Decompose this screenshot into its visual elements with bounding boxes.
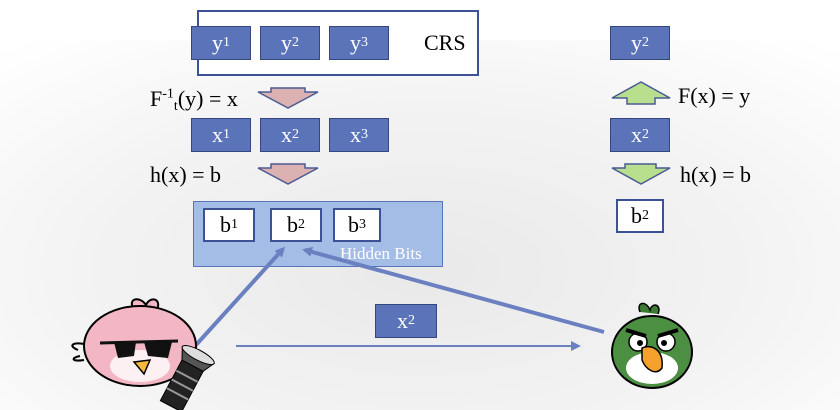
flashlight-icon <box>159 345 216 410</box>
down-arrow-pink-2 <box>257 163 319 185</box>
up-arrow-green <box>611 81 671 105</box>
pink-bird-icon <box>71 298 197 387</box>
flashlight-to-b2-line <box>184 246 286 358</box>
hidden-bits-label: Hidden Bits <box>340 244 422 263</box>
down-arrow-pink-1 <box>257 87 319 109</box>
green-to-b2-line <box>302 247 605 334</box>
forward-function-label: F(x) = y <box>678 83 751 108</box>
hash-label-left: h(x) = b <box>150 162 222 187</box>
green-bird-icon <box>611 302 693 389</box>
inverse-function-label: F-1t(y) = x <box>150 86 238 114</box>
crs-label: CRS <box>424 30 466 55</box>
hash-label-right: h(x) = b <box>680 162 752 187</box>
down-arrow-green <box>611 163 671 185</box>
